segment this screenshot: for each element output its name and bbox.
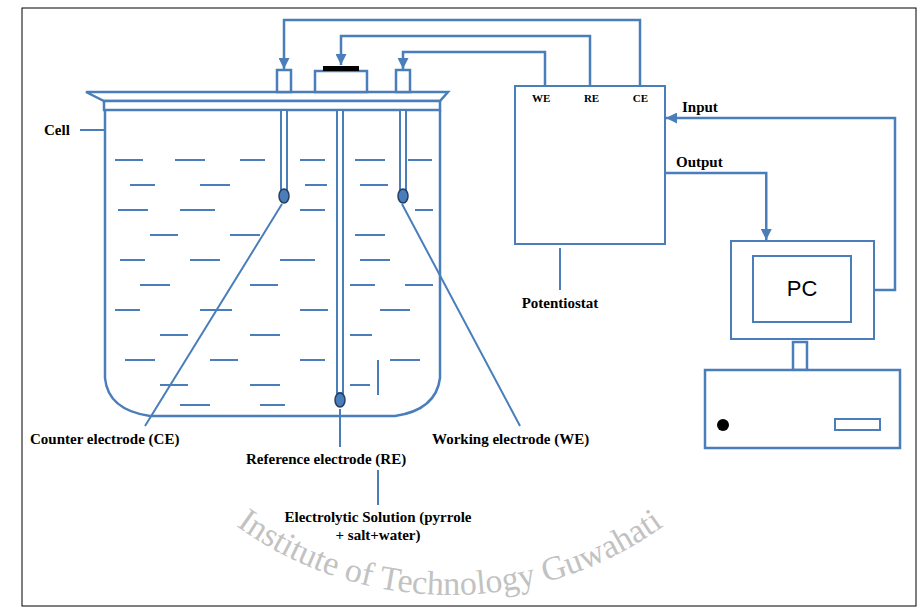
signal-label: Input	[682, 98, 718, 116]
screen-label: PC	[787, 276, 818, 302]
electrode-tip	[279, 189, 289, 203]
cell-lid	[104, 101, 440, 110]
leader-line	[80, 130, 560, 505]
electrode-rod	[337, 110, 343, 393]
electrode-holder	[315, 71, 367, 92]
disk-drive	[835, 419, 880, 430]
cell-lid	[86, 92, 448, 101]
watermark-text: Institute of Technology Guwahati	[232, 501, 668, 602]
potentiostat-box: WE RE CE	[514, 85, 666, 245]
electrode-holder	[396, 70, 410, 92]
wire	[284, 20, 640, 85]
electrode-tip	[398, 189, 408, 203]
solution-level	[115, 160, 433, 405]
terminal-label: CE	[633, 92, 648, 104]
frame	[22, 8, 916, 606]
electrode-cap	[323, 66, 359, 71]
signal-arrow	[666, 173, 766, 240]
part-label: Potentiostat	[505, 294, 615, 312]
electrode-rod	[400, 110, 406, 190]
monitor-screen: PC	[752, 255, 852, 323]
part-label: Reference electrode (RE)	[246, 450, 406, 468]
part-label: Counter electrode (CE)	[30, 430, 179, 448]
terminal-label: RE	[584, 92, 599, 104]
watermark: Institute of Technology Guwahati	[232, 501, 668, 602]
part-label: Electrolytic Solution (pyrrole + salt+wa…	[283, 508, 473, 544]
part-label: Working electrode (WE)	[432, 430, 589, 448]
terminal-label: WE	[532, 92, 550, 104]
electrode-tip	[335, 393, 345, 407]
monitor-stand	[793, 342, 807, 370]
wire	[341, 36, 590, 85]
wire	[403, 52, 545, 85]
computer-monitor: PC	[730, 240, 875, 340]
electrode-rod	[281, 110, 287, 190]
signal-label: Output	[676, 153, 723, 171]
electrode-holder	[277, 70, 291, 92]
cell-beaker	[105, 110, 440, 416]
computer-case	[705, 370, 900, 448]
part-label: Cell	[44, 121, 70, 139]
power-button	[717, 419, 729, 431]
